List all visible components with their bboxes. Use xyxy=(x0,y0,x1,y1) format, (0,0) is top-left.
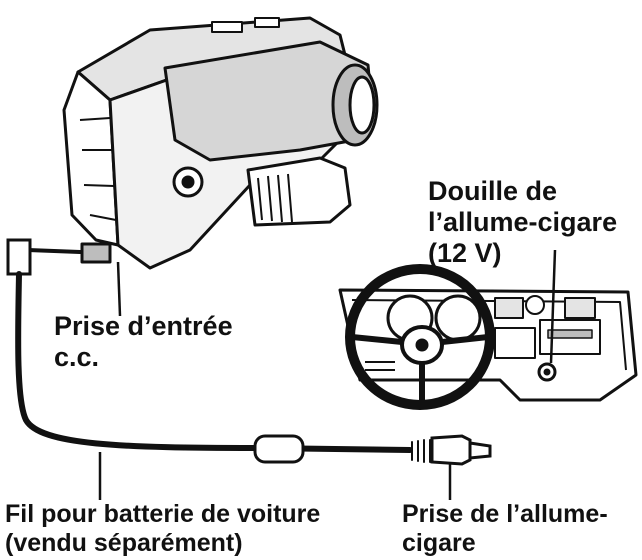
leader-lines xyxy=(98,249,557,500)
dial-center xyxy=(181,175,195,189)
vent xyxy=(564,297,596,319)
label-line: cigare xyxy=(402,529,476,557)
gauge xyxy=(434,294,482,342)
dc-plug xyxy=(6,238,32,276)
cigarette-plug-ribs xyxy=(411,439,431,463)
vent xyxy=(494,297,524,319)
top-button xyxy=(254,17,280,28)
label-line: (12 V) xyxy=(428,238,502,268)
viewfinder xyxy=(246,156,352,227)
radio-slot xyxy=(547,329,593,339)
label-line: l’allume-cigare xyxy=(428,207,618,237)
lens-front xyxy=(348,75,376,135)
side-panel-lines xyxy=(79,117,117,221)
dc-plug-lead xyxy=(26,248,82,254)
steering-wheel xyxy=(345,264,495,410)
label-line: (vendu séparément) xyxy=(5,529,243,557)
label-car-battery-cord: Fil pour batterie de voiture (vendu sépa… xyxy=(5,500,320,558)
camcorder xyxy=(62,16,379,270)
wheel-center xyxy=(415,338,429,352)
label-line: Prise d’entrée xyxy=(54,311,233,341)
car-battery-cord xyxy=(15,271,413,453)
label-line: Douille de xyxy=(428,176,558,206)
viewfinder-ribs xyxy=(257,173,293,223)
label-line: c.c. xyxy=(54,342,100,372)
wheel-spokes xyxy=(351,334,489,402)
lower-vents xyxy=(365,361,395,371)
leader-douille xyxy=(549,249,557,364)
dc-input-jack xyxy=(80,242,112,264)
dashboard-inner xyxy=(351,299,627,371)
socket-hole xyxy=(543,368,551,376)
label-cigarette-plug: Prise de l’allume- cigare xyxy=(402,500,608,558)
label-line: Prise de l’allume- xyxy=(402,500,608,528)
gauge-small xyxy=(525,295,545,315)
controls-panel xyxy=(494,327,536,359)
label-cigarette-lighter-socket: Douille de l’allume-cigare (12 V) xyxy=(428,176,617,269)
ferrite-core xyxy=(253,434,305,464)
cigarette-plug-tip xyxy=(468,441,492,460)
cable xyxy=(6,238,492,466)
label-line: Fil pour batterie de voiture xyxy=(5,500,321,528)
wheel-rim xyxy=(345,264,495,410)
label-dc-input-jack: Prise d’entrée c.c. xyxy=(54,311,233,373)
cigarette-plug xyxy=(430,434,472,466)
top-button xyxy=(211,21,243,33)
leader-prise-entree xyxy=(116,261,122,317)
